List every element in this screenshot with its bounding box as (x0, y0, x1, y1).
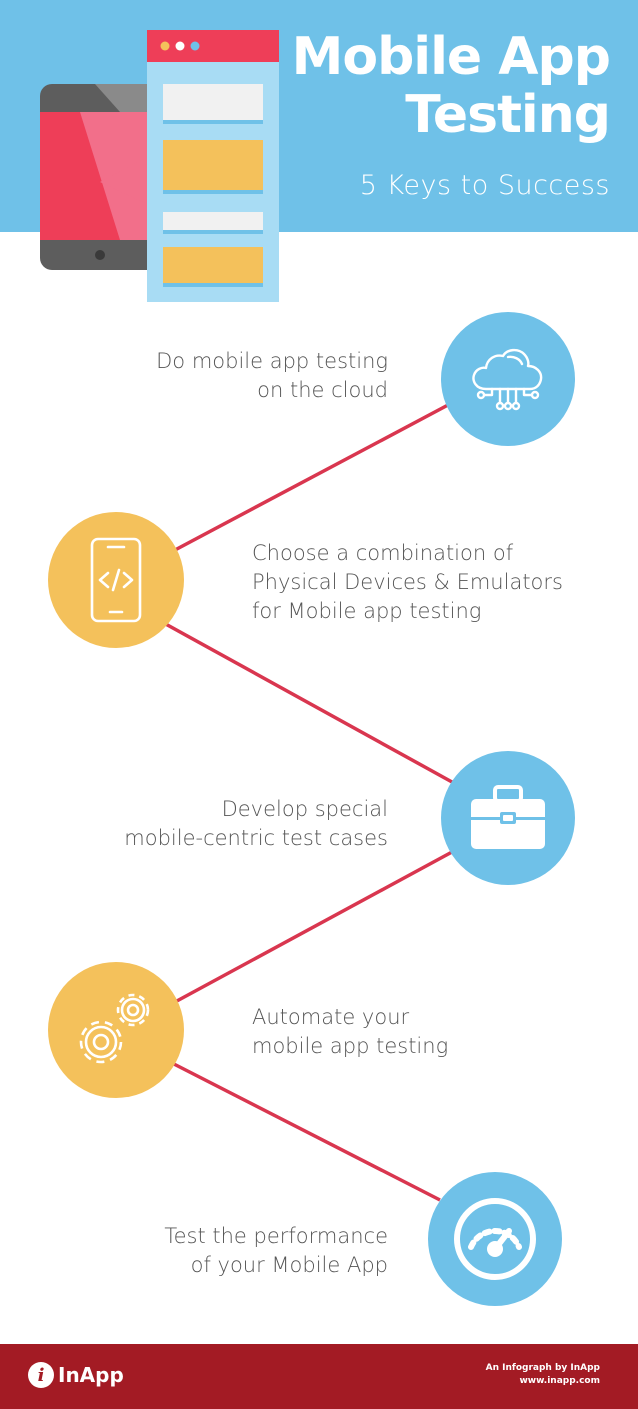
inapp-logo-mark-icon: i (28, 1362, 54, 1388)
title-line-2: Testing (405, 85, 611, 145)
page-subtitle: 5 Keys to Success (359, 170, 610, 201)
step-1-line-2: on the cloud (257, 378, 388, 402)
connector-line-2 (161, 620, 453, 784)
step-4-text: Automate your mobile app testing (252, 1003, 448, 1061)
step-3-circle (441, 751, 575, 885)
inapp-logo[interactable]: i InApp (28, 1362, 124, 1388)
inapp-logo-text: InApp (58, 1363, 124, 1387)
step-2-line-1: Choose a combination of (252, 541, 514, 565)
gears-icon (79, 993, 150, 1064)
footer-bar: i InApp An Infograph by InApp www.inapp.… (0, 1344, 638, 1409)
step-4-line-2: mobile app testing (252, 1034, 449, 1058)
step-5-text: Test the performance of your Mobile App (164, 1222, 388, 1280)
step-1-line-1: Do mobile app testing (156, 349, 388, 373)
connector-line-1 (174, 403, 449, 552)
connector-line-3 (174, 850, 453, 1004)
step-2-line-2: Physical Devices & Emulators (252, 570, 563, 594)
step-3-line-2: mobile-centric test cases (124, 826, 388, 850)
briefcase-icon (471, 785, 545, 849)
step-5-line-1: Test the performance (164, 1224, 388, 1248)
footer-credits: An Infograph by InApp www.inapp.com (486, 1362, 600, 1388)
step-4-circle (48, 962, 184, 1098)
step-3-line-1: Develop special (221, 797, 388, 821)
step-2-text: Choose a combination of Physical Devices… (252, 539, 563, 626)
step-2-line-3: for Mobile app testing (252, 599, 482, 623)
connector-line-4 (169, 1060, 441, 1202)
credit-line: An Infograph by InApp (485, 1363, 600, 1373)
phone-app-illustration (40, 30, 279, 302)
step-1-text: Do mobile app testing on the cloud (156, 347, 388, 405)
step-5-circle (428, 1172, 562, 1306)
step-4-line-1: Automate your (252, 1005, 410, 1029)
mobile-code-icon (90, 537, 142, 623)
step-2-circle (48, 512, 184, 648)
step-5-line-2: of your Mobile App (190, 1253, 388, 1277)
speedometer-icon (454, 1198, 536, 1280)
website-link[interactable]: www.inapp.com (519, 1376, 600, 1386)
page-title: Mobile App Testing (291, 27, 611, 145)
step-3-text: Develop special mobile-centric test case… (124, 795, 388, 853)
title-line-1: Mobile App (291, 27, 611, 87)
cloud-network-icon (472, 348, 543, 411)
step-1-circle (441, 312, 575, 446)
